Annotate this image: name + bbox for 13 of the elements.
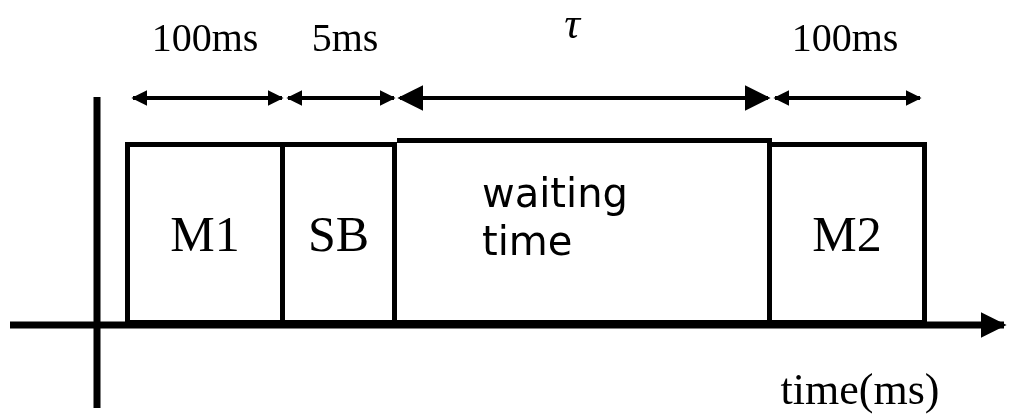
duration-label: 100ms — [151, 18, 259, 58]
duration-label: 5ms — [311, 18, 379, 58]
box-label: waiting time — [482, 168, 629, 266]
box-label: M2 — [812, 208, 882, 259]
duration-label: 100ms — [791, 18, 899, 58]
interval-box — [397, 138, 772, 325]
phase-box — [125, 142, 285, 325]
axis-label: time(ms) — [780, 368, 940, 412]
phase-box — [772, 142, 927, 325]
phase-box — [285, 142, 397, 325]
duration-symbol: τ — [564, 2, 580, 46]
box-label: SB — [307, 208, 370, 259]
box-label: M1 — [170, 208, 240, 259]
